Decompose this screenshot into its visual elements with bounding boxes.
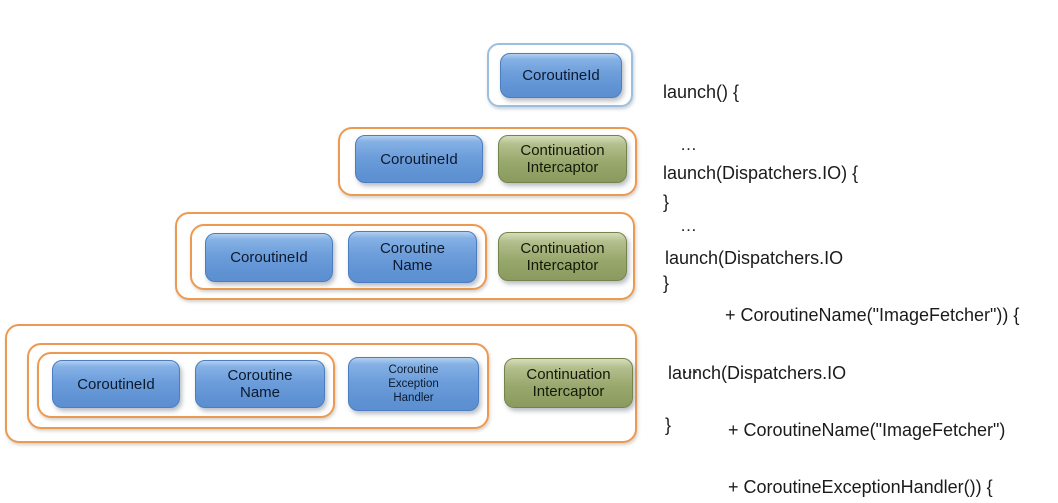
code-line: + CoroutineName("ImageFetcher") [728, 420, 1006, 440]
row3-outer-context-ring [175, 212, 635, 300]
code-launch-dispatcher-name-handler: launch(Dispatchers.IO + CoroutineName("I… [668, 326, 1005, 503]
row1-context-ring [487, 43, 633, 107]
chip-coroutine-name: Coroutine Name [195, 360, 325, 408]
chip-label: Coroutine Exception Handler [388, 364, 439, 404]
chip-continuation-interceptor: Continuation Intercaptor [498, 232, 627, 281]
code-line: + CoroutineName("ImageFetcher")) { [725, 305, 1020, 325]
chip-label: Continuation Intercaptor [520, 239, 605, 274]
code-launch-dispatcher: launch(Dispatchers.IO) { … } [663, 126, 858, 331]
code-line: + CoroutineExceptionHandler()) { [728, 477, 993, 497]
chip-label: Continuation Intercaptor [526, 366, 611, 400]
code-launch-plain: launch() { … } [663, 45, 739, 250]
code-launch-dispatcher-name: launch(Dispatchers.IO + CoroutineName("I… [665, 211, 1019, 473]
code-close-brace: } [663, 273, 670, 293]
chip-coroutine-id: CoroutineId [355, 135, 483, 183]
code-line: launch() { [663, 82, 740, 102]
row4-inner-context-ring [37, 352, 335, 418]
row4-outer-context-ring [5, 324, 637, 443]
chip-label: Coroutine Name [227, 367, 293, 401]
chip-coroutine-id: CoroutineId [205, 233, 333, 282]
code-line: launch(Dispatchers.IO [668, 363, 847, 383]
code-ellipsis: … [680, 216, 698, 235]
chip-label: CoroutineId [77, 375, 155, 393]
row3-inner-context-ring [190, 224, 487, 290]
chip-label: Coroutine Name [379, 240, 446, 274]
chip-continuation-interceptor: Continuation Intercaptor [504, 358, 633, 408]
row2-context-ring [338, 127, 637, 196]
chip-coroutine-name: Coroutine Name [348, 231, 477, 283]
chip-coroutine-id: CoroutineId [52, 360, 180, 408]
code-line: launch(Dispatchers.IO) { [663, 163, 859, 183]
chip-label: CoroutineId [522, 67, 600, 84]
chip-label: CoroutineId [230, 249, 308, 266]
chip-coroutine-id: CoroutineId [500, 53, 622, 98]
code-close-brace: } [665, 415, 672, 435]
code-ellipsis: … [682, 358, 700, 377]
chip-label: CoroutineId [380, 150, 458, 168]
code-ellipsis: … [680, 135, 698, 154]
chip-coroutine-exception-handler: Coroutine Exception Handler [348, 357, 479, 411]
row4-middle-context-ring [27, 343, 489, 429]
chip-continuation-interceptor: Continuation Intercaptor [498, 135, 627, 183]
code-close-brace: } [663, 192, 670, 212]
code-line: launch(Dispatchers.IO [665, 248, 844, 268]
chip-label: Continuation Intercaptor [520, 142, 605, 176]
